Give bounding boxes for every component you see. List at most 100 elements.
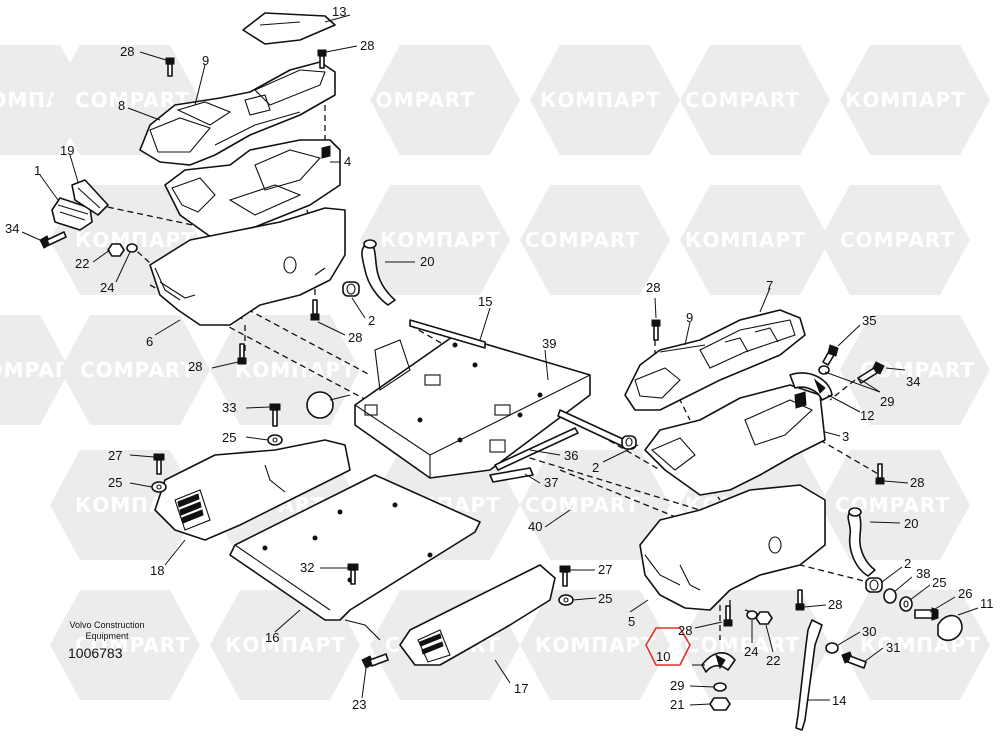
callout-32: 32 (300, 560, 314, 575)
watermark-text: COMPART (685, 633, 800, 657)
washer-30 (825, 642, 839, 654)
part-16-floor-plate (229, 474, 481, 621)
watermark-text: КОМПАРТ (540, 88, 661, 112)
washer-29-right (818, 365, 830, 375)
callout-21: 21 (670, 697, 684, 712)
part-18-cover (154, 439, 351, 541)
callout-9: 9 (202, 53, 209, 68)
part-7-right-console-top (624, 309, 806, 411)
highlight-marker (645, 627, 691, 666)
callout-6: 6 (146, 334, 153, 349)
nut-22-left (107, 243, 125, 257)
part-1-bracket (51, 197, 93, 231)
watermark-text: COMPART (685, 88, 800, 112)
callout-29: 29 (670, 678, 684, 693)
washer-25-mid (558, 594, 574, 606)
callout-17: 17 (514, 681, 528, 696)
callout-13: 13 (332, 4, 346, 19)
part-37-shaft (489, 467, 534, 483)
callout-24: 24 (100, 280, 114, 295)
washer-29-bottom (713, 682, 727, 692)
watermark-text: КОМПАРТ (860, 633, 981, 657)
callout-11: 11 (980, 596, 994, 611)
part-25-washer (899, 596, 913, 612)
callout-20: 20 (904, 516, 918, 531)
part-13-cover-plate (242, 12, 336, 45)
callout-38: 38 (916, 566, 930, 581)
callout-23: 23 (352, 697, 366, 712)
part-8-left-console-top (139, 61, 336, 166)
callout-28: 28 (828, 597, 842, 612)
part-10-clip (701, 652, 736, 673)
bolt-28-right-mid (875, 463, 885, 485)
part-38-washer (883, 588, 897, 604)
bolt-28-top-right (317, 49, 327, 69)
callout-27: 27 (108, 448, 122, 463)
callout-9: 9 (686, 310, 693, 325)
callout-1: 1 (34, 163, 41, 178)
callout-36: 36 (564, 448, 578, 463)
part-17-cover (344, 564, 556, 666)
watermark-text: COMPART (525, 228, 640, 252)
drawing-info: Volvo Construction Equipment 1006783 (52, 620, 162, 661)
washer-24-right (746, 610, 758, 620)
watermark-text: COMPART (360, 88, 475, 112)
part-6-left-side-cover (149, 207, 346, 326)
watermark-layer: КОМПАРТ COMPART COMPART КОМПАРТ COMPART … (0, 45, 990, 700)
watermark-text: КОМПАРТ (380, 228, 501, 252)
bolt-23 (361, 653, 389, 669)
callout-19: 19 (60, 143, 74, 158)
nut-21 (709, 697, 731, 711)
part-12-clip (789, 372, 833, 401)
bolt-28-mid-left (310, 299, 320, 321)
manufacturer-name: Volvo Construction (69, 620, 145, 630)
callout-31: 31 (886, 640, 900, 655)
callout-37: 37 (544, 475, 558, 490)
bolt-28-top-left (165, 57, 175, 77)
callout-22: 22 (75, 256, 89, 271)
bolt-31 (841, 651, 867, 669)
callout-2: 2 (592, 460, 599, 475)
washer-24-left (126, 243, 138, 253)
nut-22-right (755, 611, 773, 625)
callout-35: 35 (862, 313, 876, 328)
callout-28: 28 (348, 330, 362, 345)
bolt-32 (347, 563, 359, 585)
leader-lines (21, 14, 979, 706)
callout-34: 34 (5, 221, 19, 236)
bolt-34-left (39, 231, 67, 249)
bolt-28-bottom (723, 605, 733, 627)
callout-2: 2 (368, 313, 375, 328)
watermark-text: КОМПАРТ (225, 633, 346, 657)
callout-33: 33 (222, 400, 236, 415)
callout-14: 14 (832, 693, 846, 708)
callout-10: 10 (656, 649, 670, 664)
part-2-grommet-right-lower (865, 577, 883, 593)
fasteners (39, 49, 885, 711)
callout-20: 20 (420, 254, 434, 269)
callout-39: 39 (542, 336, 556, 351)
callout-29: 29 (880, 394, 894, 409)
callout-26: 26 (958, 586, 972, 601)
callout-28: 28 (360, 38, 374, 53)
drawing-number: 1006783 (68, 645, 123, 661)
watermark-text: COMPART (840, 228, 955, 252)
watermark-text: COMPART (80, 358, 195, 382)
watermark-text: КОМПАРТ (845, 88, 966, 112)
callout-28: 28 (678, 623, 692, 638)
bolt-28-right-upper (651, 319, 661, 341)
callout-28: 28 (646, 280, 660, 295)
callout-15: 15 (478, 294, 492, 309)
callout-labels: 13 28 28 9 8 4 19 1 34 22 24 20 2 28 6 2… (5, 4, 994, 712)
washer-25-left-lower (151, 481, 167, 493)
callout-28: 28 (910, 475, 924, 490)
watermark-text: COMPART (75, 633, 190, 657)
knob (306, 391, 351, 419)
part-36-shaft (494, 427, 579, 471)
manufacturer-subtitle: Equipment (85, 631, 129, 641)
bolt-27-right (559, 565, 571, 587)
part-20-hose-left (361, 239, 396, 306)
watermark-text: COMPART (525, 493, 640, 517)
part-26-screw (914, 607, 939, 621)
